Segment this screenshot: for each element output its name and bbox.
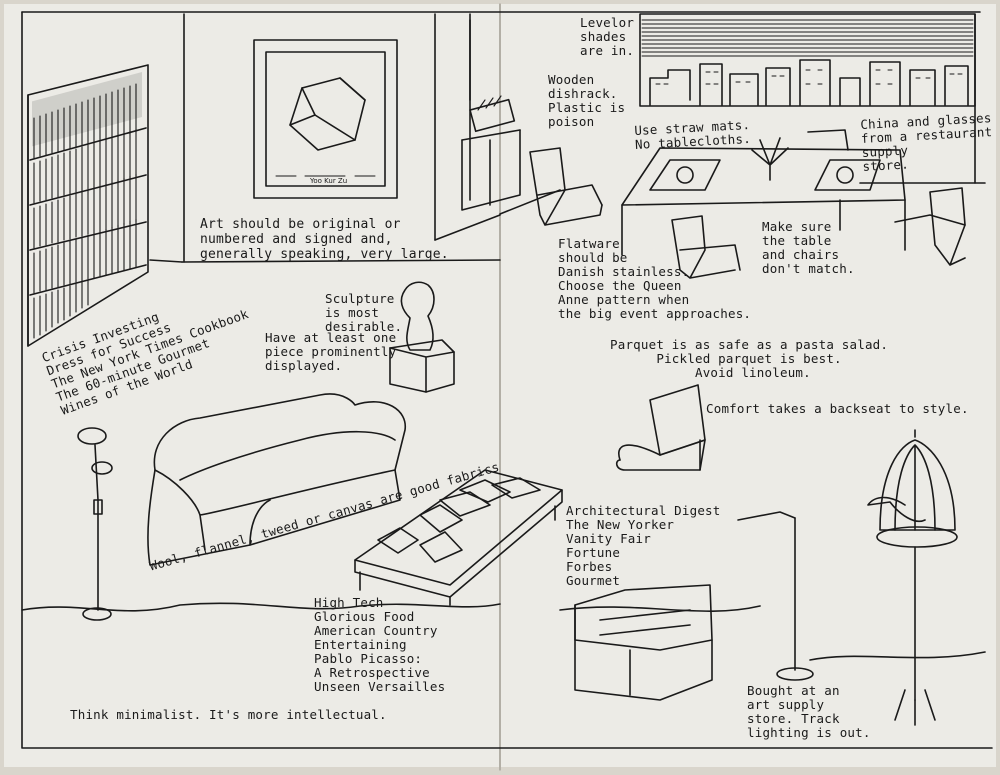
sling-chair bbox=[574, 584, 713, 701]
kitchen-cabinet bbox=[461, 19, 521, 211]
note-prominent-piece: Have at least one piece prominently disp… bbox=[265, 330, 397, 373]
floor-lamp-right bbox=[737, 511, 814, 681]
sofa bbox=[147, 393, 406, 566]
cantilever-lounge-chair bbox=[615, 384, 706, 471]
bookshelf bbox=[27, 64, 149, 347]
note-parquet: Parquet is as safe as a pasta salad. Pic… bbox=[610, 337, 889, 380]
note-art-original: Art should be original or numbered and s… bbox=[200, 217, 449, 262]
print-signature: Yoo Kur Zu bbox=[309, 177, 347, 185]
note-coffee-table-books: High Tech Glorious Food American Country… bbox=[314, 595, 446, 694]
note-wooden-dishrack: Wooden dishrack. Plastic is poison bbox=[548, 72, 626, 129]
dining-chairs bbox=[529, 129, 966, 279]
note-sculpture: Sculpture is most desirable. bbox=[325, 291, 403, 334]
note-comfort-style: Comfort takes a backseat to style. bbox=[706, 401, 969, 416]
note-table-chairs: Make sure the table and chairs don't mat… bbox=[762, 219, 855, 276]
note-lamp-art-supply: Bought at an art supply store. Track lig… bbox=[747, 683, 871, 740]
bird-cage bbox=[867, 429, 958, 726]
note-think-minimalist: Think minimalist. It's more intellectual… bbox=[70, 707, 387, 722]
note-magazines: Architectural Digest The New Yorker Vani… bbox=[566, 503, 721, 588]
floor-lamp-left bbox=[77, 427, 113, 621]
note-china-glasses: China and glasses from a restaurant supp… bbox=[859, 110, 993, 174]
dining-table bbox=[621, 137, 906, 256]
coffee-table bbox=[354, 469, 563, 606]
right-page bbox=[501, 4, 996, 767]
left-page bbox=[4, 4, 499, 767]
framed-print bbox=[253, 39, 398, 199]
sculpture-torso bbox=[389, 281, 455, 393]
note-levelor-shades: Levelor shades are in. bbox=[580, 15, 635, 58]
window-shades bbox=[639, 13, 976, 107]
note-flatware: Flatware should be Danish stainless. Cho… bbox=[558, 236, 752, 321]
